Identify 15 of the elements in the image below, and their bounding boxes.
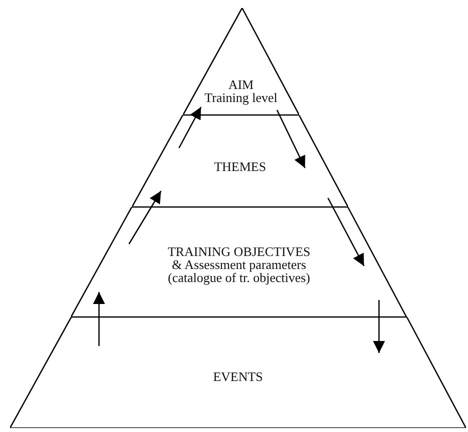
band-subtitle: Training level [204, 91, 278, 104]
arrow [276, 110, 306, 168]
arrow [327, 198, 365, 266]
pyramid-band [10, 317, 466, 428]
arrow [373, 300, 385, 353]
band-subtitle: & Assessment parameters (catalogue of tr. objectives) [166, 258, 312, 284]
band-title: TRAINING OBJECTIVES [168, 245, 310, 258]
band-title: AIM [228, 78, 254, 91]
band-title: EVENTS [213, 370, 263, 383]
band-title: THEMES [214, 160, 266, 173]
pyramid-top-band [182, 8, 300, 115]
arrow [128, 190, 162, 244]
arrow [93, 292, 105, 346]
pyramid-band [132, 115, 348, 207]
pyramid-band [71, 207, 407, 317]
